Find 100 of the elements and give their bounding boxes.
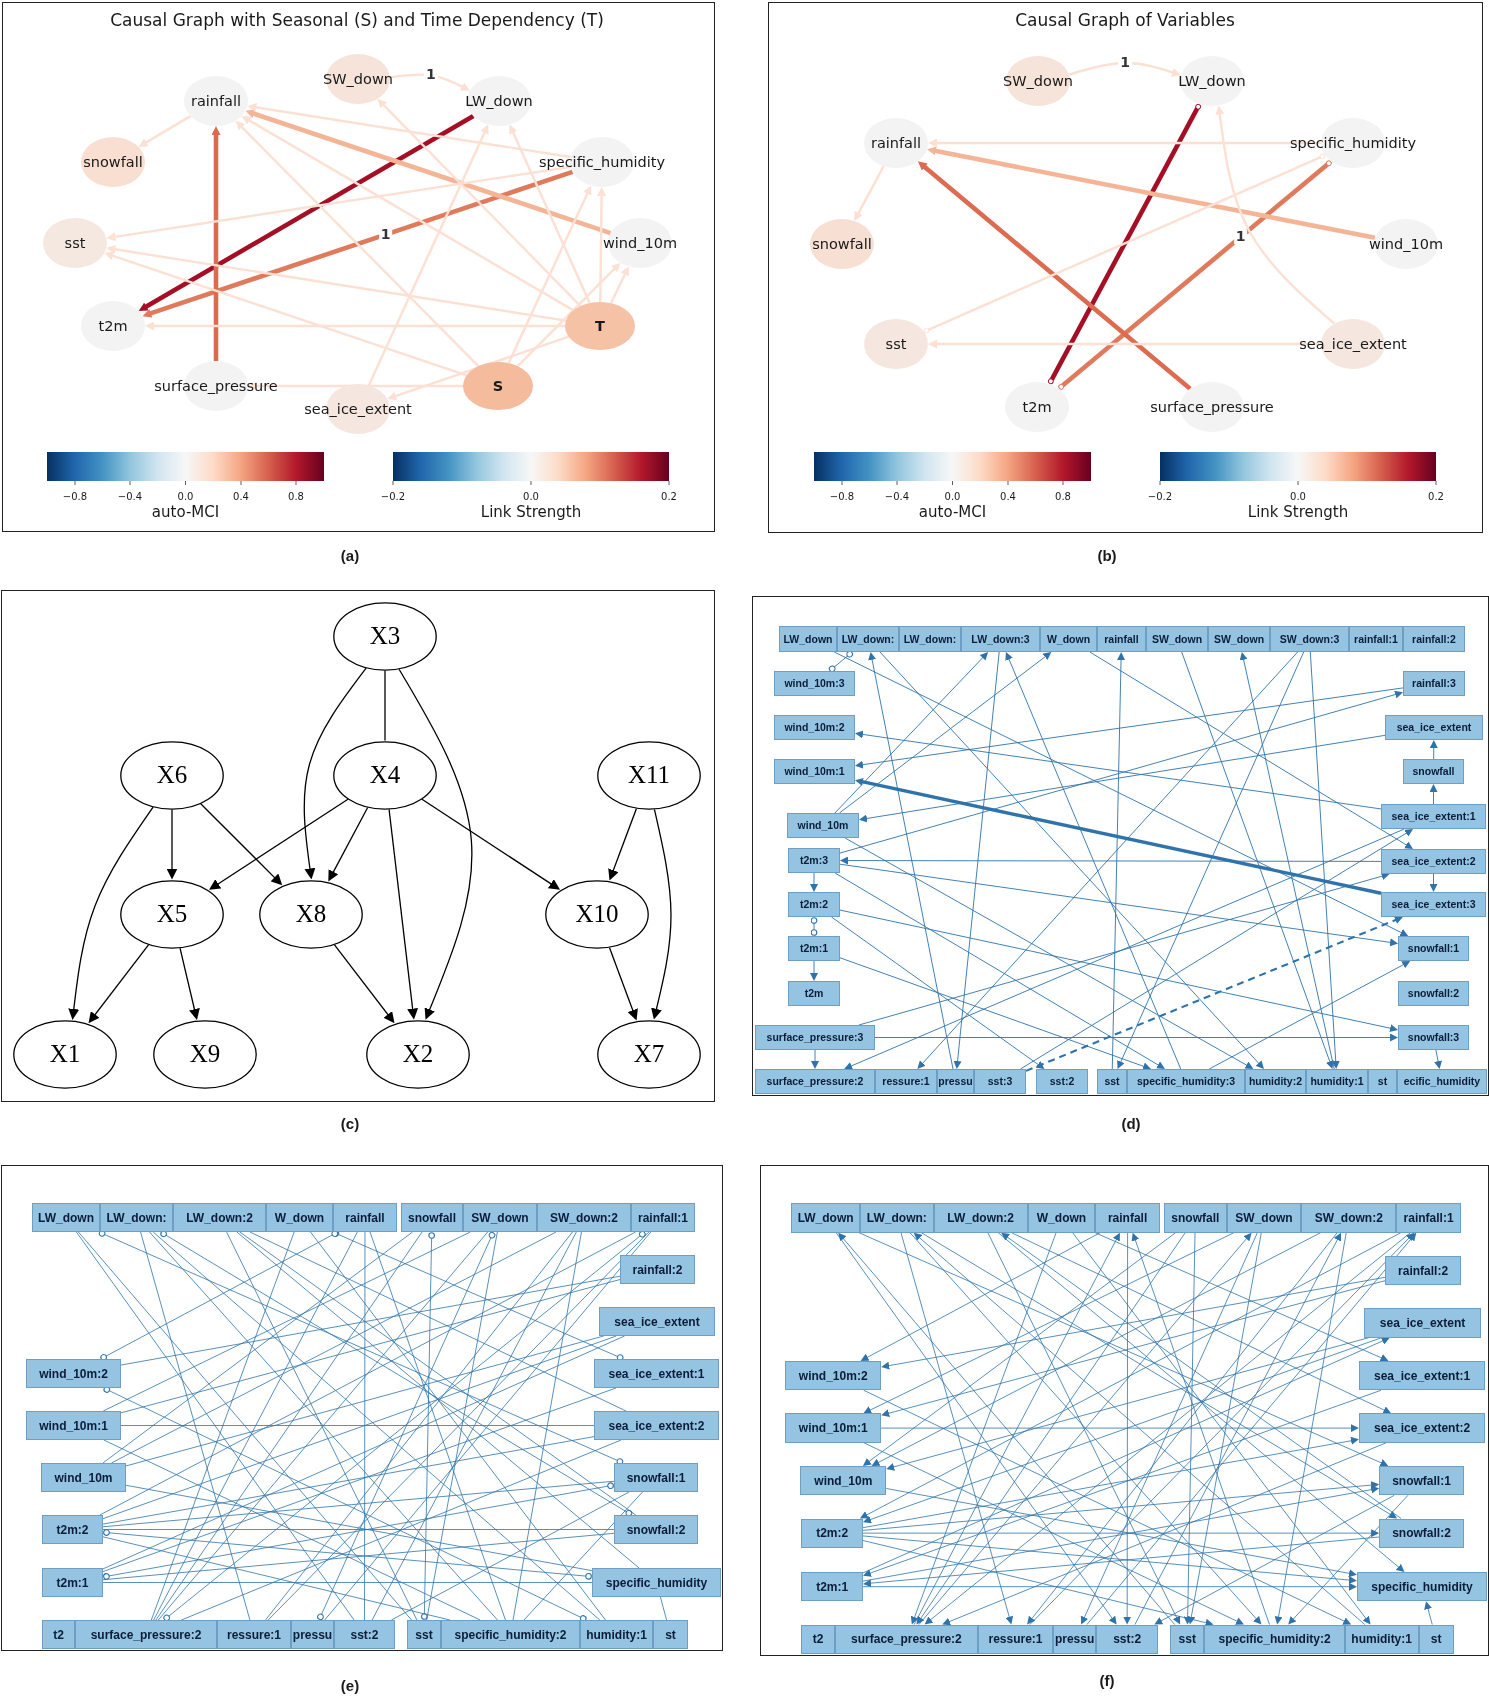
variable-node: t2: [801, 1624, 835, 1654]
link-line: [364, 1231, 366, 1621]
chart-title: Causal Graph of Variables: [1015, 11, 1235, 31]
node-label: T: [595, 317, 605, 335]
variable-node: rainfall: [333, 1203, 397, 1232]
arrow: [387, 335, 570, 401]
variable-node: LW_down:: [899, 626, 961, 652]
node-label: LW_down: [1178, 72, 1246, 90]
variable-node: SW_down: [463, 1203, 537, 1232]
variable-node: surface_pressure:2: [834, 1624, 979, 1654]
variable-node: pressu: [937, 1069, 974, 1094]
tick-label: 0.0: [1290, 491, 1306, 503]
variable-node: specific_humidity:3: [1127, 1069, 1245, 1094]
circle-end-line: [317, 1231, 496, 1621]
arrow: [388, 808, 419, 1020]
variable-node: snowfall:1: [1398, 936, 1469, 961]
tick-label: −0.4: [884, 491, 910, 503]
variable-node: rainfall:1: [1396, 1203, 1461, 1233]
tick-label: 0.4: [1000, 491, 1016, 503]
tick-label: 0.0: [944, 491, 961, 503]
arrow: [917, 161, 1192, 391]
link-line: [102, 1335, 617, 1520]
variable-node: SW_down:2: [1301, 1203, 1397, 1233]
panel-caption: (b): [1097, 547, 1117, 565]
link-line: [265, 1231, 573, 1621]
arrow: [138, 115, 192, 147]
variable-node: pressu: [1052, 1624, 1097, 1654]
variable-node: snowfall:3: [1398, 1025, 1469, 1050]
variable-node: SW_down: [1146, 626, 1208, 652]
variable-node: SW_down:2: [537, 1203, 631, 1232]
variable-node: wind_10m:1: [774, 759, 855, 784]
link-line: [140, 1231, 251, 1621]
arrow: [855, 777, 1382, 895]
node-label: X8: [295, 899, 327, 929]
variable-node: wind_10m:1: [26, 1411, 121, 1440]
arrow: [507, 185, 592, 364]
variable-node: W_down: [1040, 626, 1097, 652]
arrow: [609, 266, 629, 304]
arrow: [367, 124, 489, 386]
variable-node: snowfall: [401, 1203, 463, 1232]
arrow: [138, 113, 475, 312]
node-label: sst: [885, 335, 907, 353]
variable-node: sea_ice_extent:2: [1381, 849, 1486, 874]
variable-node: wind_10m:1: [785, 1413, 882, 1443]
variable-node: LW_down:: [860, 1203, 934, 1233]
variable-node: rainfall:2: [1403, 626, 1465, 652]
variable-node: wind_10m: [787, 813, 859, 838]
link-line: [75, 1231, 355, 1621]
variable-node: LW_down:2: [173, 1203, 266, 1232]
arrow: [68, 806, 154, 1020]
link-line: [103, 1439, 481, 1621]
variable-node: rainfall:2: [620, 1255, 695, 1284]
variable-node: sea_ice_extent:1: [594, 1359, 719, 1388]
tick-label: 0.2: [661, 491, 677, 503]
variable-node: surface_pressure:2: [755, 1069, 875, 1094]
variable-node: wind_10m:2: [26, 1359, 121, 1388]
link-line: [369, 1231, 506, 1621]
link-line: [239, 1231, 637, 1516]
variable-node: sst:2: [334, 1620, 395, 1649]
variable-node: W_down: [1027, 1203, 1096, 1233]
node-label: sea_ice_extent: [304, 400, 412, 418]
variable-node: wind_10m:3: [774, 671, 855, 696]
arrow: [1215, 105, 1336, 325]
link-line: [102, 1480, 615, 1528]
node-label: t2m: [98, 317, 128, 335]
arrow: [241, 116, 574, 312]
link-line: [523, 1491, 643, 1621]
variable-node: humidity:1: [1344, 1624, 1419, 1654]
link-line: [102, 1582, 593, 1583]
panel-caption: (e): [340, 1677, 360, 1695]
arrow: [854, 165, 885, 221]
link-line: [102, 1436, 595, 1525]
link-line: [153, 1231, 358, 1621]
tick-label: 0.8: [1055, 491, 1071, 503]
tick-label: −0.2: [1147, 491, 1173, 503]
colorbar-label: Link Strength: [480, 504, 582, 522]
link-line: [384, 669, 386, 742]
variable-node: rainfall:1: [1349, 626, 1403, 652]
link-line: [181, 1439, 622, 1621]
node-label: specific_humidity: [538, 153, 666, 171]
node-label: rainfall: [870, 134, 922, 152]
chart-title: Causal Graph with Seasonal (S) and Time Dependency (T): [110, 11, 604, 31]
variable-node: ressure:1: [875, 1069, 937, 1094]
variable-node: LW_down: [32, 1203, 100, 1232]
arrow: [209, 798, 349, 890]
link-line: [150, 1231, 295, 1621]
node-label: snowfall: [83, 153, 143, 171]
colorbar-label: auto-MCI: [918, 504, 987, 522]
arrow: [398, 668, 473, 1020]
variable-node: LW_down: [779, 626, 837, 652]
variable-node: sea_ice_extent: [1363, 1308, 1482, 1338]
node-label: X3: [369, 621, 401, 651]
arrow: [516, 262, 621, 367]
arrow: [166, 808, 178, 880]
variable-node: SW_down: [1208, 626, 1270, 652]
tick-label: 0.4: [233, 491, 249, 503]
variable-node: sst:3: [974, 1069, 1026, 1094]
variable-node: ressure:1: [217, 1620, 291, 1649]
node-label: t2m: [1022, 398, 1052, 416]
link-line: [102, 1529, 615, 1530]
